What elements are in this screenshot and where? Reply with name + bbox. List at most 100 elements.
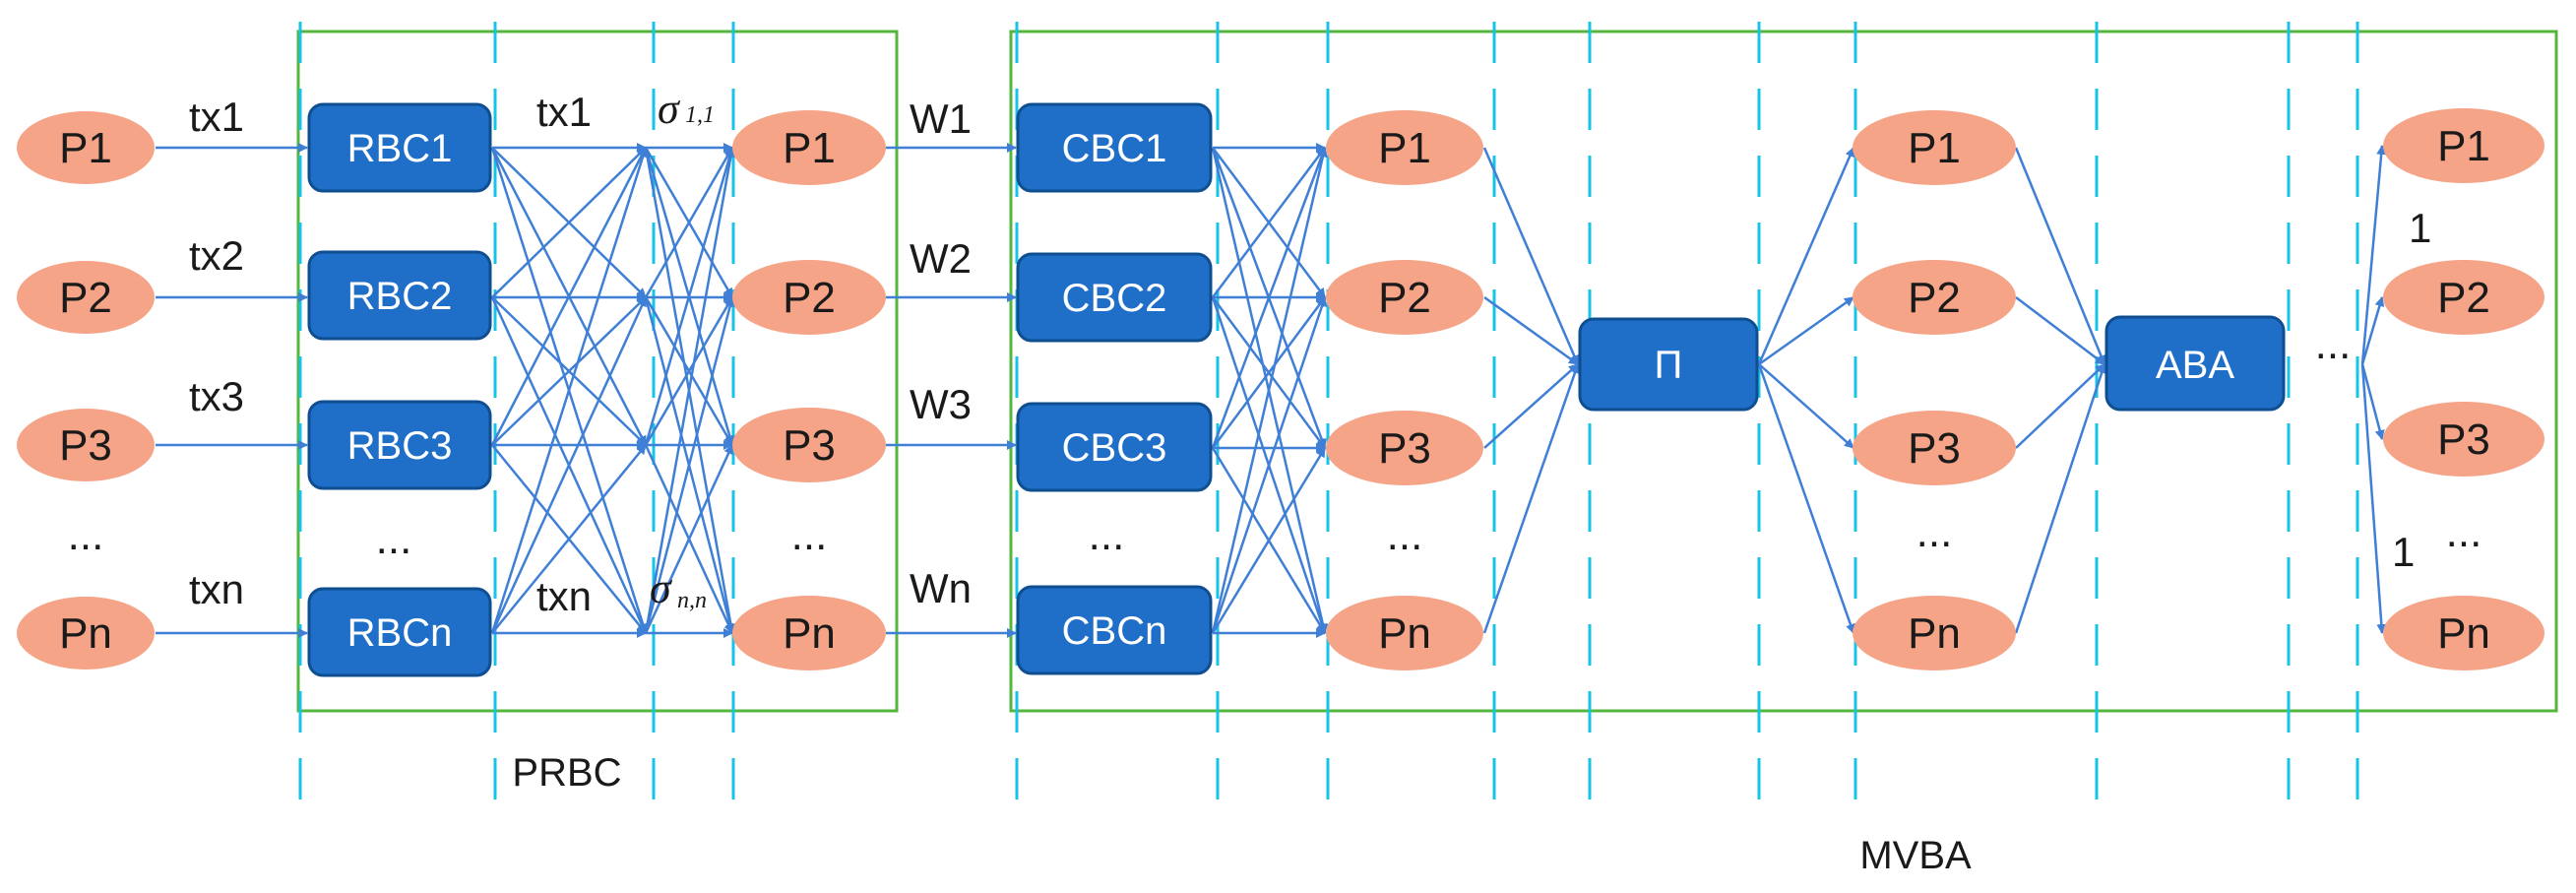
input-p1: P1	[17, 111, 155, 184]
edge-arrow	[491, 147, 647, 298]
prbc-output-p2: P2	[732, 260, 886, 335]
participant-node	[1853, 411, 2016, 485]
sigma-top: σ 1,1	[658, 85, 715, 133]
participant-label: P3	[59, 421, 112, 470]
participant-node	[732, 260, 886, 335]
pi-box: Π	[1578, 317, 1759, 412]
cbc-box-3: CBC3	[1016, 402, 1213, 492]
edge-arrow	[490, 147, 648, 446]
participant-node	[17, 597, 155, 670]
mvba-frame	[1009, 30, 2558, 713]
participant-label: Pn	[1908, 609, 1961, 658]
participant-node	[1326, 260, 1483, 335]
final-one-top: 1	[2409, 205, 2431, 251]
edge-arrow	[644, 296, 734, 446]
participant-label: P3	[783, 421, 836, 470]
aba-ellipsis: ...	[2315, 320, 2352, 368]
after-pi-participants: P1 P2 P3 ... Pn	[1853, 110, 2016, 670]
sigma-subscript: n,n	[677, 588, 707, 613]
edge-arrow	[1211, 296, 1327, 449]
prbc-tx-bottom: txn	[536, 573, 592, 619]
participant-label: P1	[1378, 124, 1431, 172]
participant-node	[1853, 260, 2016, 335]
after-cbc-p2: P2	[1326, 260, 1483, 335]
rbc-box-3: RBC3	[307, 400, 492, 490]
prbc-tx-top: tx1	[536, 89, 592, 135]
rbc-box	[307, 587, 492, 677]
sigma-bottom: σ n,n	[650, 564, 707, 613]
final-p2: P2	[2383, 260, 2545, 335]
edge-arrow	[644, 147, 734, 298]
cbc-label: CBC3	[1062, 426, 1167, 470]
edge-arrow	[1211, 147, 1327, 449]
w-label-1: W1	[910, 96, 972, 142]
participant-node	[2383, 108, 2545, 183]
participant-node	[1853, 110, 2016, 185]
prbc-output-ellipsis: ...	[791, 511, 828, 559]
edge-arrow	[2014, 147, 2106, 365]
edge-arrow	[491, 444, 647, 634]
after-cbc-participants: P1 P2 P3 ... Pn	[1326, 110, 1483, 670]
edge-arrow	[644, 147, 735, 446]
tx-label-n: txn	[189, 566, 244, 612]
after-pi-p2: P2	[1853, 260, 2016, 335]
cbc-box-2: CBC2	[1016, 252, 1213, 343]
sigma-symbol: σ	[658, 85, 681, 133]
prbc-output-pn: Pn	[732, 596, 886, 670]
after-cbc-p3: P3	[1326, 411, 1483, 485]
participant-node	[2383, 596, 2545, 670]
rbc-box-2: RBC2	[307, 250, 492, 341]
prbc-output-p1: P1	[732, 110, 886, 185]
final-one-bottom: 1	[2392, 529, 2415, 575]
prbc-label: PRBC	[512, 751, 621, 795]
rbc-box-n: RBCn	[307, 587, 492, 677]
after-pi-pn: Pn	[1853, 596, 2016, 670]
edge-arrow	[644, 296, 735, 634]
participant-label: P2	[2437, 274, 2490, 322]
edge-arrow	[1757, 147, 1855, 365]
participant-label: P1	[783, 124, 836, 172]
input-p3: P3	[17, 409, 155, 481]
edge-arrow	[490, 147, 649, 634]
participant-node	[1326, 110, 1483, 185]
tx-label-3: tx3	[189, 373, 244, 419]
edge-arrow	[1483, 295, 1579, 366]
participant-node	[2383, 402, 2545, 477]
cbc-label: CBCn	[1062, 609, 1167, 653]
final-p1: P1	[2383, 108, 2545, 183]
participant-node	[17, 261, 155, 334]
sigma-subscript: 1,1	[685, 102, 715, 128]
participant-label: Pn	[2437, 609, 2490, 658]
after-cbc-p1: P1	[1326, 110, 1483, 185]
edge-arrow	[2014, 363, 2106, 634]
edge-arrow	[491, 296, 647, 446]
rbc-boxes: RBC1 RBC2 RBC3 ... RBCn	[307, 102, 492, 677]
edge-arrow	[490, 296, 648, 634]
prbc-outputs: P1 P2 P3 ... Pn	[732, 110, 886, 670]
participant-node	[732, 408, 886, 482]
w-label-3: W3	[910, 381, 972, 427]
edge-arrow	[2360, 363, 2385, 440]
rbc-label: RBCn	[347, 611, 453, 655]
participant-node	[1326, 411, 1483, 485]
w-label-2: W2	[910, 235, 972, 282]
participant-node	[732, 110, 886, 185]
participant-label: Pn	[1378, 609, 1431, 658]
rbc-box	[307, 250, 492, 341]
edge-arrow	[2360, 296, 2385, 365]
cbc-box	[1016, 402, 1213, 492]
cbc-label: CBC2	[1062, 277, 1167, 320]
participant-label: P2	[1378, 274, 1431, 322]
participant-node	[1853, 596, 2016, 670]
pi-rect	[1578, 317, 1759, 412]
rbc-label: RBC1	[347, 127, 453, 170]
tx-label-2: tx2	[189, 232, 244, 279]
cbc-box	[1016, 585, 1213, 675]
edge-arrow	[644, 444, 734, 634]
edges	[156, 143, 2387, 638]
mvba-label: MVBA	[1859, 834, 1972, 877]
rbc-box	[307, 400, 492, 490]
edge-arrow	[1212, 147, 1326, 298]
edge-arrow	[1758, 295, 1854, 366]
